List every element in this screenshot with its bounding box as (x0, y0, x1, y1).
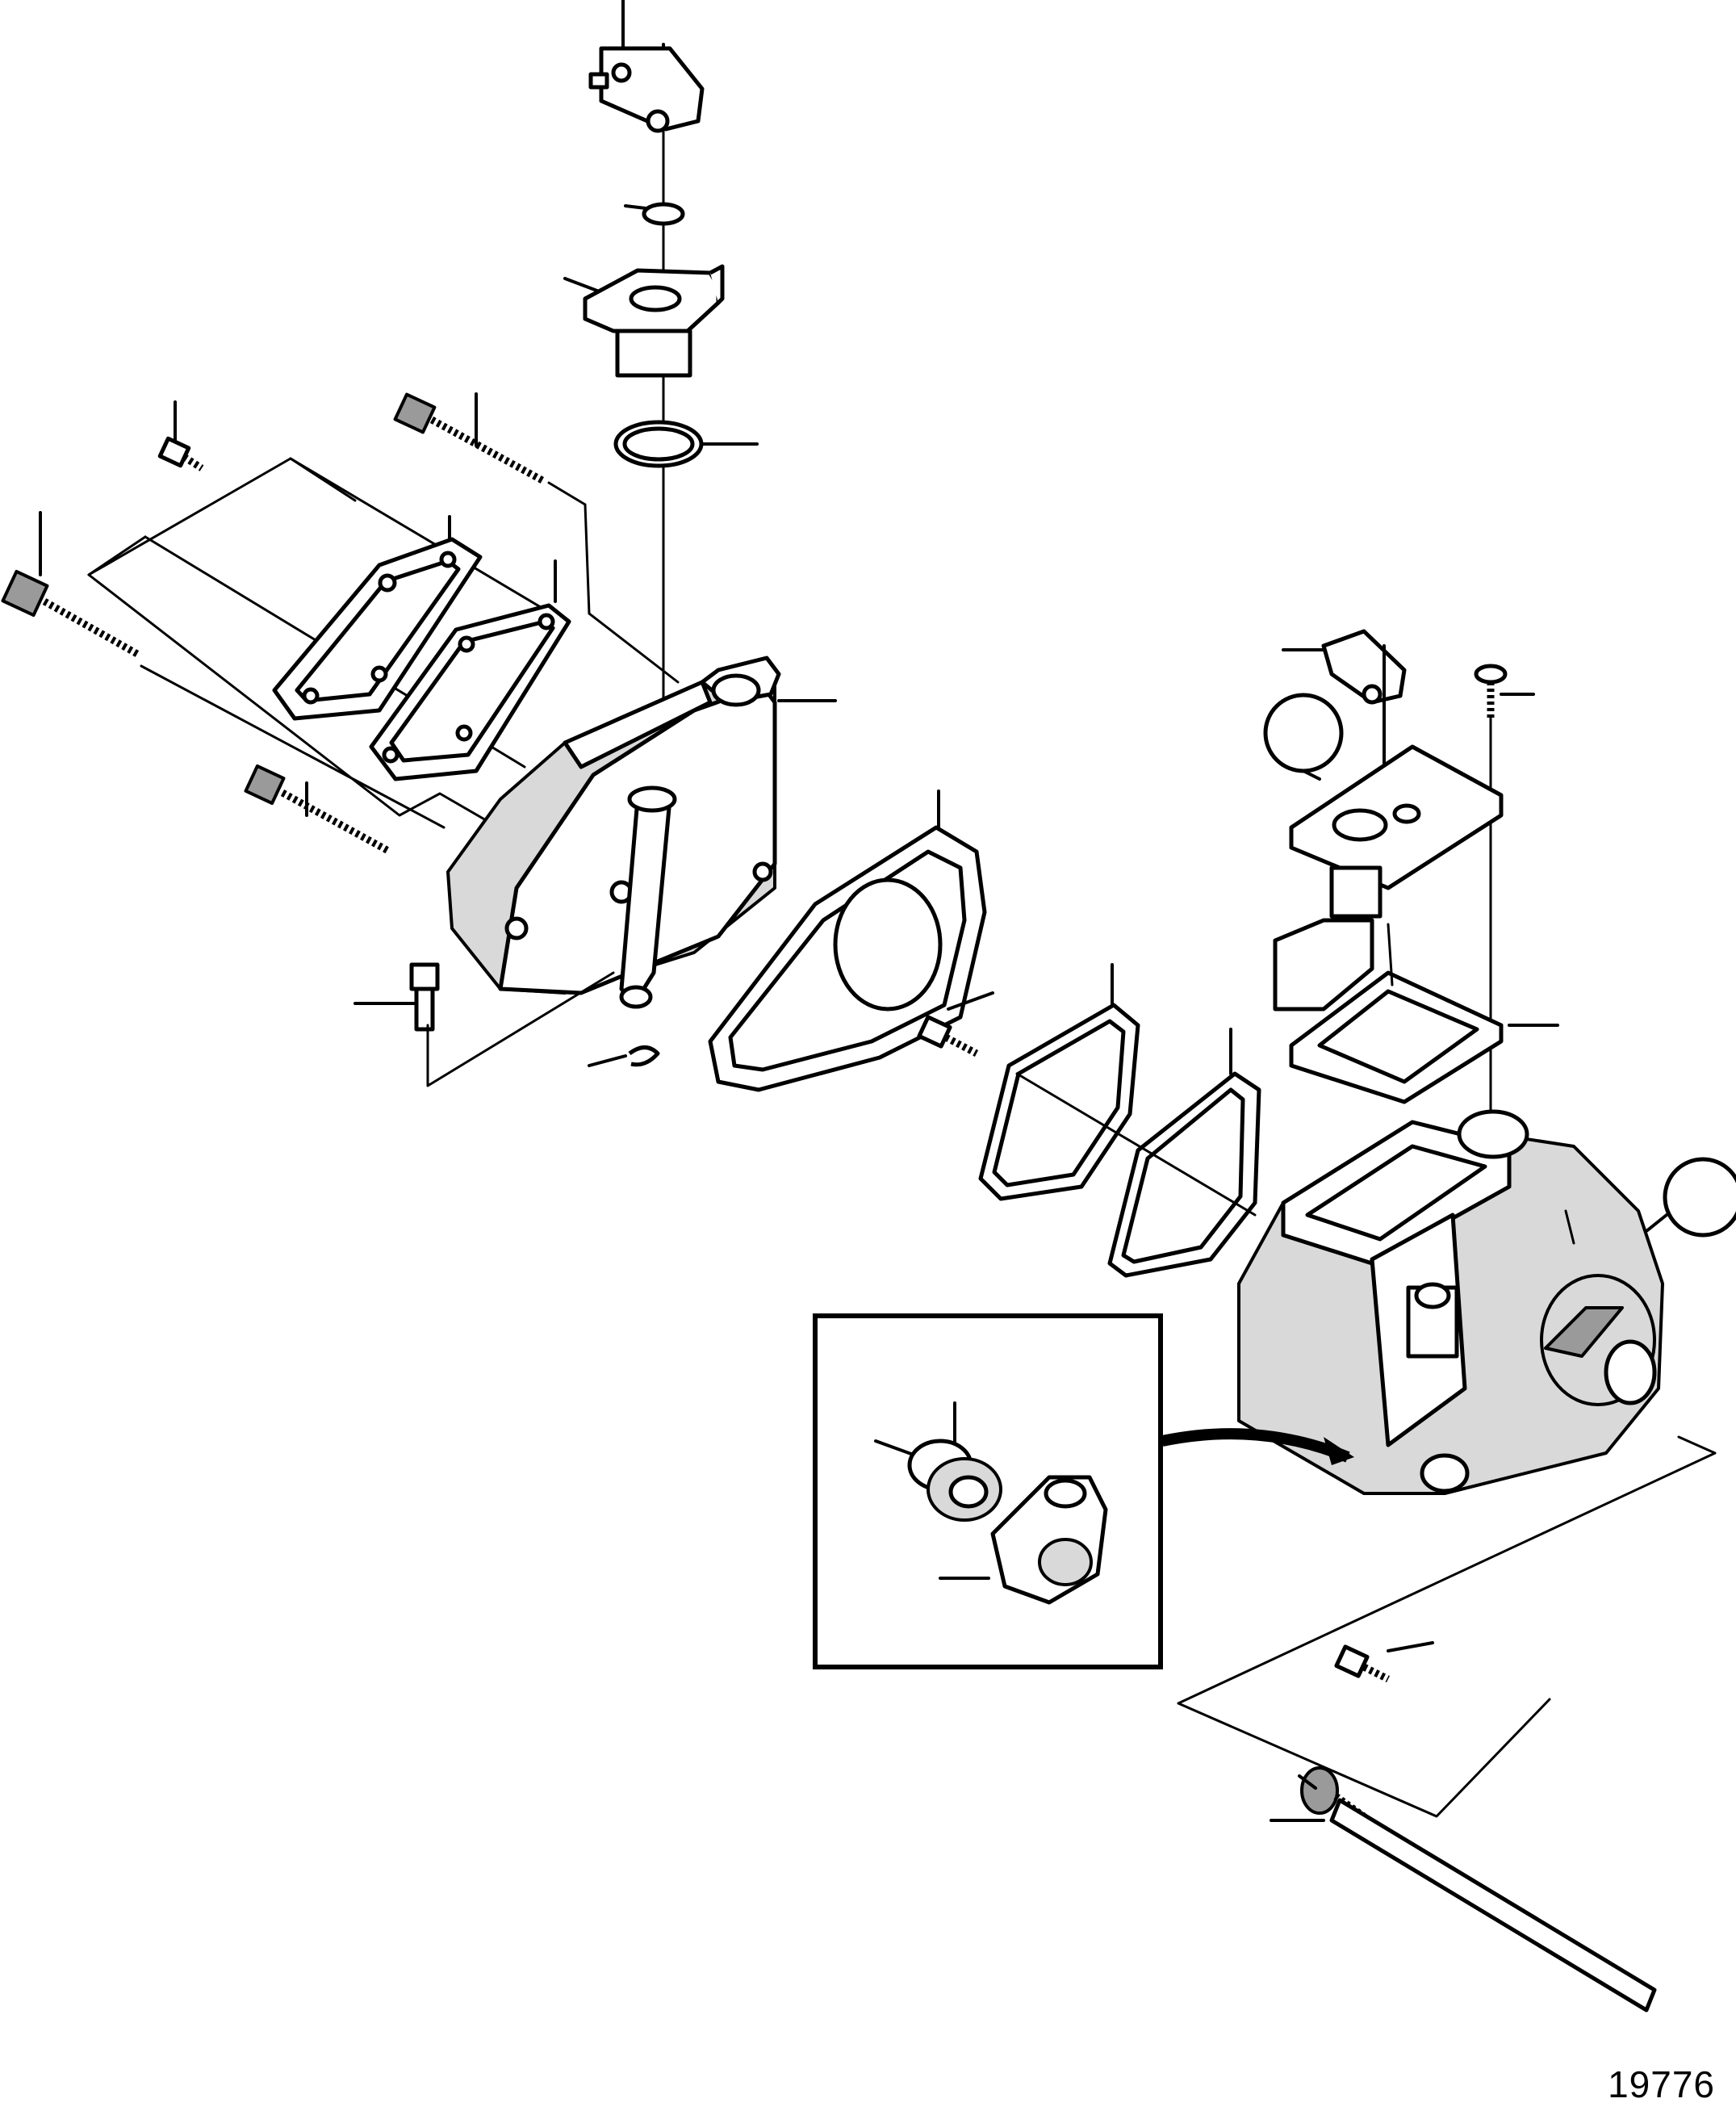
callout-circle-upper (1263, 693, 1344, 773)
pump-body (1237, 1109, 1664, 1495)
leader-lines-lower-left (426, 971, 615, 1087)
rear-cover-gasket-2 (1107, 1028, 1261, 1278)
large-gasket (708, 790, 987, 1092)
rear-cover-gasket-1 (978, 963, 1140, 1201)
cover-gasket-right (369, 559, 571, 781)
long-bolt-top (393, 392, 545, 484)
right-plate-assembly (1273, 744, 1504, 1012)
small-screw-top-left (157, 400, 204, 471)
cover-gasket-left (272, 515, 483, 721)
long-bolt-left (1, 511, 140, 657)
leader-line-gasket-diagonal (1015, 1072, 1257, 1217)
right-gasket-small (1289, 970, 1559, 1104)
small-washer (624, 202, 685, 226)
leader-lines-bottom-right (1177, 1435, 1717, 1818)
long-bolt-lower (244, 764, 392, 855)
small-screw-bottom (1334, 1641, 1434, 1683)
inset-arrow-head (1324, 1437, 1354, 1465)
lever-arm (619, 785, 677, 1009)
callout-circle-right (1663, 1157, 1736, 1238)
top-bracket (588, 0, 705, 133)
figure-number: 19776 (1608, 2063, 1715, 2105)
o-ring (613, 420, 759, 468)
inset-arrow (1161, 1428, 1350, 1463)
hex-bolt-small (353, 962, 440, 1032)
small-screw-middle (917, 991, 994, 1057)
leader-lines-right (1387, 923, 1575, 1245)
inset-detail-box (813, 1313, 1163, 1669)
top-flange (563, 264, 725, 378)
circlip (588, 1045, 660, 1067)
control-rod (1270, 1766, 1657, 2013)
